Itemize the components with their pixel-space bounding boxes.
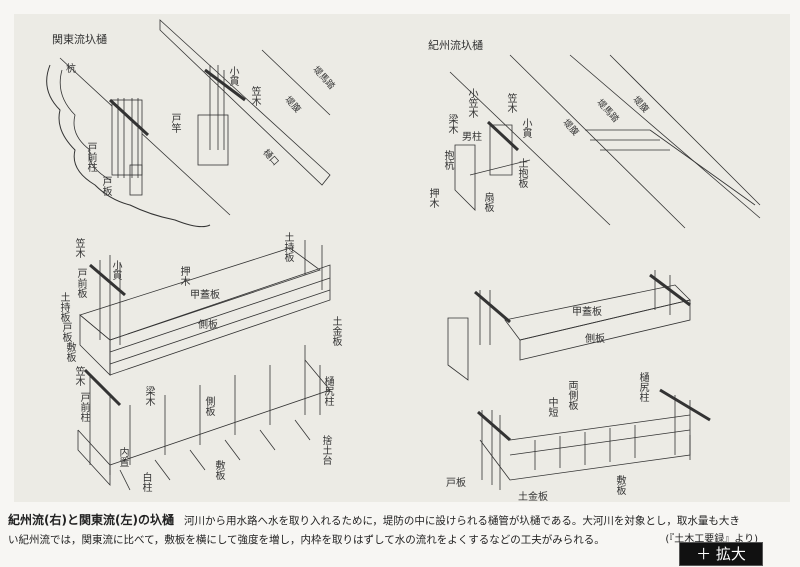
label-konuki: 小貫 — [227, 66, 238, 86]
label-toita-kishu: 戸板 — [446, 478, 466, 489]
label-sutedodai: 捨土台 — [320, 435, 331, 465]
kishu-gate-drawing — [449, 54, 761, 229]
label-tomaebashira: 戸前柱 — [85, 142, 96, 172]
label-hijiribashira-kishu: 樋尻柱 — [637, 372, 648, 402]
kanto-box-drawing — [79, 240, 331, 376]
caption-line-1: 河川から用水路へ水を取り入れるために，堤防の中に設けられる樋管が圦樋である。大河… — [183, 515, 740, 527]
kanto-frame-drawing — [77, 345, 331, 491]
label-koubutaita: 甲蓋板 — [190, 290, 220, 301]
label-dokanaita-kishu: 土金板 — [518, 492, 548, 503]
caption-line-2: い紀州流では，関東流に比べて，敷板を横にして強度を増し，内枠を取りはずして水の流… — [8, 534, 605, 546]
zoom-button[interactable]: ＋ 拡大 — [679, 542, 763, 566]
kishu-box-drawing — [447, 270, 691, 381]
label-hijiribashira: 樋尻柱 — [322, 376, 333, 406]
label-dakigui: 抱杭 — [442, 150, 453, 170]
label-kasagi: 笠木 — [249, 86, 260, 106]
caption-citation: (『土木工要録』より) — [665, 534, 758, 545]
label-tsuchimochiita: 土持板 — [58, 292, 69, 322]
label-sokuita-lower: 側板 — [203, 396, 214, 416]
label-tozao: 戸竿 — [169, 113, 180, 133]
kishu-title: 紀州流圦樋 — [428, 39, 483, 52]
label-shirobashira: 白柱 — [140, 472, 151, 492]
label-toita: 戸板 — [60, 322, 71, 342]
label-tsuchimochiita-2: 土持板 — [282, 232, 293, 262]
label-tomaebashira-lower: 戸前柱 — [78, 392, 89, 422]
label-konuki: 小貫 — [520, 118, 531, 138]
kanto-title: 関東流圦樋 — [52, 33, 107, 46]
label-sokuita-kishu: 側板 — [585, 334, 605, 345]
label-koubutaita-kishu: 甲蓋板 — [572, 307, 602, 318]
label-kasagi: 笠木 — [73, 238, 84, 258]
illustration-plate — [14, 14, 790, 502]
label-oshiki: 押木 — [427, 188, 438, 208]
kishu-frame-drawing — [477, 388, 711, 490]
kanto-gate-drawing — [46, 19, 331, 228]
label-hariki: 梁木 — [446, 114, 457, 134]
label-kokasagi: 小笠木 — [466, 88, 477, 118]
label-sokuita: 側板 — [198, 320, 218, 331]
label-uchioki: 内置 — [117, 447, 128, 467]
label-tomaeita: 戸前板 — [75, 268, 86, 298]
figure-caption: 紀州流(右)と関東流(左)の圦樋河川から用水路へ水を取り入れるために，堤防の中に… — [8, 511, 798, 550]
label-tsuchidakiita: 土抱板 — [516, 158, 527, 188]
label-konuki: 小貫 — [110, 260, 121, 280]
label-dokanaita: 土金板 — [330, 316, 341, 346]
label-toita: 戸板 — [100, 176, 111, 196]
label-ryousokuita: 両側板 — [566, 380, 577, 410]
label-nakamijika: 中短 — [546, 397, 557, 417]
label-obashira: 男柱 — [462, 132, 482, 143]
label-kui: 杭 — [66, 64, 76, 75]
label-hariki-lower: 梁木 — [143, 386, 154, 406]
label-kasagi: 笠木 — [505, 93, 516, 113]
label-ogiita: 扇板 — [482, 192, 493, 212]
label-shikiita-lower: 敷板 — [213, 460, 224, 480]
label-shikiita: 敷板 — [64, 342, 75, 362]
label-oshiki: 押木 — [178, 266, 189, 286]
caption-title: 紀州流(右)と関東流(左)の圦樋 — [8, 513, 174, 527]
label-kasagi-lower: 笠木 — [73, 366, 84, 386]
label-shikiita-kishu: 敷板 — [614, 475, 625, 495]
